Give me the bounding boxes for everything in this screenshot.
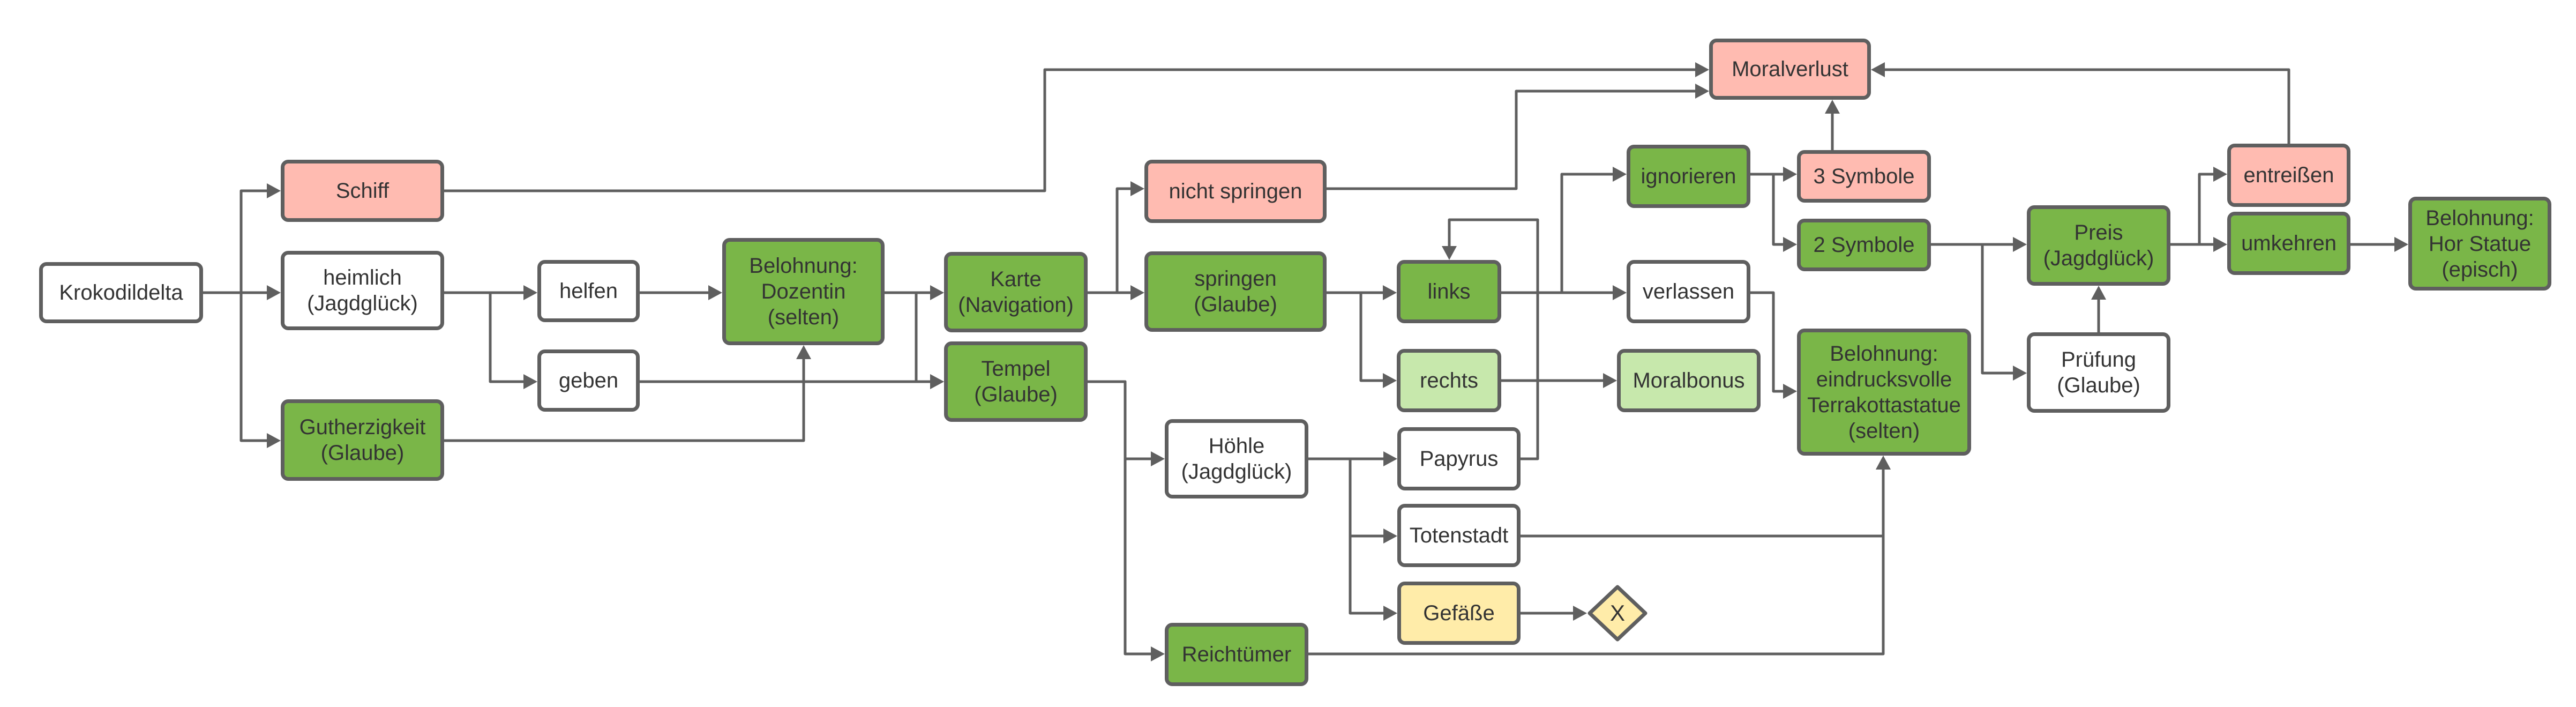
edge-krokodildelta-to-schiff — [203, 189, 270, 294]
node-heimlich[interactable]: heimlich (Jagdglück) — [281, 251, 444, 330]
edge-preis-to-entreissen — [2170, 173, 2216, 246]
edge-tempel-to-reichtuemer — [1088, 380, 1154, 656]
node-belohnung-hor[interactable]: Belohnung: Hor Statue (episch) — [2408, 197, 2551, 291]
arrowhead-icon — [708, 285, 722, 300]
arrowhead-icon — [2013, 366, 2027, 381]
node-ignorieren[interactable]: ignorieren — [1627, 145, 1750, 208]
node-gefaesse[interactable]: Gefäße — [1397, 582, 1521, 645]
node-rechts[interactable]: rechts — [1397, 349, 1501, 412]
edge-verlassen-to-belohnung_terrakotta — [1750, 291, 1786, 393]
node-moralverlust[interactable]: Moralverlust — [1709, 39, 1871, 100]
arrowhead-icon — [930, 374, 944, 389]
arrowhead-icon — [1383, 451, 1397, 466]
edge-ignorieren-to-zwei_symbole — [1750, 173, 1786, 246]
node-papyrus[interactable]: Papyrus — [1397, 427, 1521, 490]
node-helfen[interactable]: helfen — [537, 260, 640, 322]
edge-entreissen-to-moralverlust — [1882, 68, 2290, 144]
node-hoehle[interactable]: Höhle (Jagdglück) — [1165, 419, 1308, 498]
arrowhead-icon — [796, 345, 811, 359]
arrowhead-icon — [1383, 373, 1397, 388]
arrowhead-icon — [1573, 606, 1587, 621]
node-2-symbole[interactable]: 2 Symbole — [1797, 219, 1931, 271]
edge-nicht_springen-to-moralverlust — [1327, 90, 1698, 190]
arrowhead-icon — [1783, 167, 1797, 182]
arrowhead-icon — [1613, 285, 1627, 300]
edge-karte-to-nicht_springen — [1088, 187, 1134, 294]
diamond-shape — [1587, 585, 1648, 642]
arrowhead-icon — [523, 374, 537, 389]
node-belohnung-terrakotta[interactable]: Belohnung: eindrucksvolle Terrakottastat… — [1797, 329, 1971, 456]
edge-krokodildelta-to-gutherzigkeit — [203, 291, 270, 442]
arrowhead-icon — [2394, 237, 2408, 252]
edge-reichtuemer-to-belohnung_terrakotta — [1308, 466, 1885, 656]
edge-links-to-ignorieren — [1501, 173, 1616, 294]
arrowhead-icon — [1151, 646, 1165, 661]
arrowhead-icon — [1130, 285, 1144, 300]
edge-springen-to-rechts — [1327, 291, 1386, 382]
node-verlassen[interactable]: verlassen — [1627, 260, 1750, 323]
arrowhead-icon — [1695, 84, 1709, 99]
node-links[interactable]: links — [1397, 260, 1501, 323]
arrowhead-icon — [523, 285, 537, 300]
node-moralbonus[interactable]: Moralbonus — [1617, 349, 1761, 412]
node-preis[interactable]: Preis (Jagdglück) — [2027, 205, 2170, 286]
node-karte[interactable]: Karte (Navigation) — [944, 252, 1088, 332]
arrowhead-icon — [1383, 285, 1397, 300]
edge-schiff-to-moralverlust — [444, 68, 1698, 192]
edge-tempel-to-hoehle — [1088, 380, 1154, 460]
diamond-label: X — [1609, 600, 1625, 626]
edge-hoehle-to-gefaesse — [1308, 457, 1387, 615]
arrowhead-icon — [267, 433, 281, 448]
node-springen[interactable]: springen (Glaube) — [1144, 251, 1327, 332]
node-krokodildelta[interactable]: Krokodildelta — [39, 262, 203, 323]
edge-hoehle-to-totenstadt — [1308, 457, 1387, 538]
arrowhead-icon — [1613, 167, 1627, 182]
arrowhead-icon — [1151, 451, 1165, 466]
node-pruefung[interactable]: Prüfung (Glaube) — [2027, 332, 2170, 413]
arrowhead-icon — [2013, 237, 2027, 252]
end-diamond-x[interactable]: X — [1587, 584, 1648, 642]
arrowhead-icon — [1603, 373, 1617, 388]
node-belohnung-dozentin[interactable]: Belohnung: Dozentin (selten) — [722, 238, 885, 345]
arrowhead-icon — [930, 285, 944, 300]
arrowhead-icon — [1130, 181, 1144, 196]
node-schiff[interactable]: Schiff — [281, 160, 444, 222]
arrowhead-icon — [1383, 529, 1397, 544]
node-gutherzigkeit[interactable]: Gutherzigkeit (Glaube) — [281, 399, 444, 481]
node-totenstadt[interactable]: Totenstadt — [1397, 504, 1521, 567]
node-reichtuemer[interactable]: Reichtümer — [1165, 623, 1308, 686]
arrowhead-icon — [1695, 62, 1709, 77]
arrowhead-icon — [2091, 286, 2106, 300]
arrowhead-icon — [1871, 62, 1885, 77]
arrowhead-icon — [1876, 456, 1891, 470]
arrowhead-icon — [2213, 167, 2227, 182]
arrowhead-icon — [2213, 237, 2227, 252]
arrowhead-icon — [1783, 384, 1797, 399]
node-umkehren[interactable]: umkehren — [2227, 212, 2350, 275]
node-entreissen[interactable]: entreißen — [2227, 144, 2350, 207]
node-geben[interactable]: geben — [537, 349, 640, 412]
edge-zwei_symbole-to-pruefung — [1931, 243, 2016, 375]
arrowhead-icon — [267, 183, 281, 198]
arrowhead-icon — [1383, 606, 1397, 621]
node-nicht-springen[interactable]: nicht springen — [1144, 160, 1327, 223]
edge-papyrus-to-links — [1448, 218, 1539, 460]
arrowhead-icon — [1783, 237, 1797, 252]
arrowhead-icon — [1825, 100, 1840, 114]
edge-gutherzigkeit-to-belohnung_dozentin — [444, 356, 805, 442]
arrowhead-icon — [267, 285, 281, 300]
arrowhead-icon — [1442, 246, 1457, 260]
edge-totenstadt-to-belohnung_terrakotta — [1521, 466, 1885, 538]
node-tempel[interactable]: Tempel (Glaube) — [944, 341, 1088, 422]
node-3-symbole[interactable]: 3 Symbole — [1797, 150, 1931, 203]
edge-heimlich-to-geben — [444, 291, 527, 383]
edge-belohnung_dozentin-to-tempel — [885, 291, 933, 383]
